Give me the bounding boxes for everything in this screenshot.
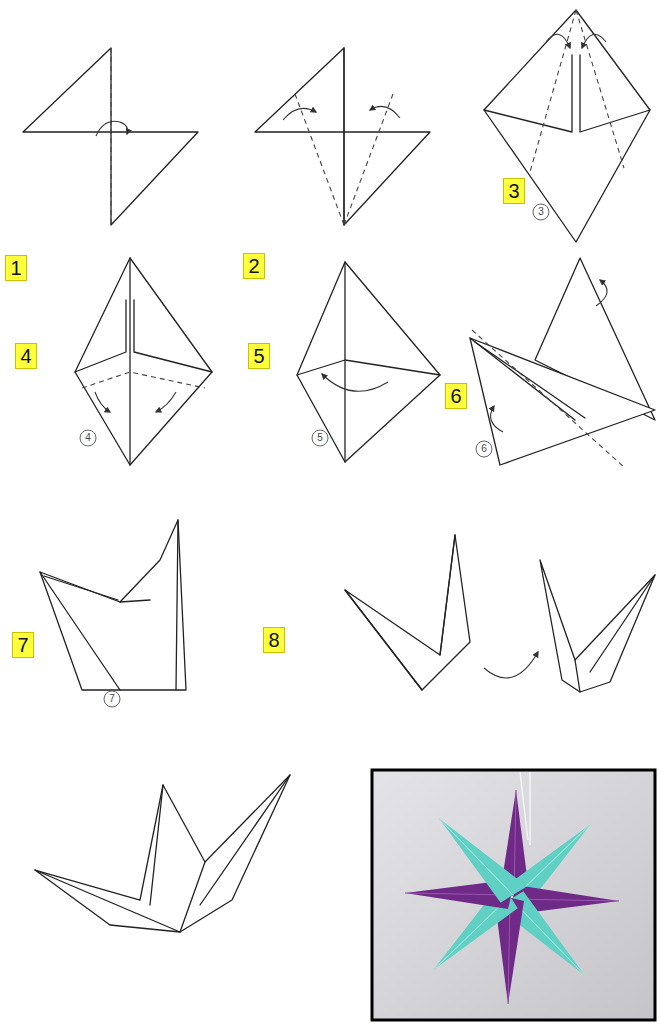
step-1-square-part	[23, 48, 198, 225]
step-3-kite-part	[576, 10, 624, 168]
step-4-kite-part	[95, 392, 110, 412]
step-number-box: 5	[248, 343, 270, 369]
step-6-fold	[470, 258, 655, 468]
step-5-kite-part	[297, 262, 440, 462]
step-1-square	[23, 48, 198, 225]
step-4-kite-part	[129, 258, 130, 465]
step-6-fold-part	[596, 280, 607, 306]
assembled-units-part	[35, 775, 290, 932]
step-5-kite	[297, 262, 440, 462]
step-number-box: 7	[12, 632, 34, 658]
finished-star-photo-part	[428, 809, 527, 908]
circled-step-number: 3	[538, 207, 544, 217]
step-5-kite-part	[322, 374, 388, 391]
finished-star-photo	[372, 770, 655, 1020]
step-number-box: 4	[15, 343, 37, 369]
step-8-units-part	[540, 560, 655, 692]
step-number: 3	[508, 181, 519, 201]
step-2-square-part	[283, 108, 316, 120]
step-3-kite-part	[530, 10, 576, 172]
step-6-fold-part	[470, 338, 575, 420]
step-4-kite	[75, 258, 212, 465]
step-3-kite-part	[533, 204, 549, 220]
step-5-kite-part	[297, 360, 440, 375]
step-6-fold-part	[475, 342, 585, 418]
circled-step-number: 6	[481, 444, 487, 454]
step-2-square-part	[344, 94, 393, 225]
circled-step-number: 4	[85, 433, 91, 443]
finished-star-photo-part-part	[438, 819, 514, 895]
step-6-fold-part	[472, 330, 625, 468]
step-7-fold-part	[176, 520, 178, 690]
step-7-fold	[40, 520, 186, 707]
assembled-units-part	[180, 862, 205, 932]
step-4-kite-part	[75, 300, 126, 372]
step-2-square-part	[255, 48, 430, 225]
step-1-square-part	[110, 48, 111, 225]
step-4-kite-part	[82, 372, 205, 388]
step-8-units-part	[345, 535, 470, 690]
finished-star-photo-part	[520, 772, 528, 840]
circled-step-number: 7	[109, 694, 115, 704]
step-3-kite-part	[582, 34, 606, 48]
step-number-box: 2	[243, 253, 265, 279]
step-3-kite-part	[546, 34, 570, 48]
step-number-box: 1	[5, 255, 27, 281]
step-3-kite-part	[484, 55, 572, 132]
step-number-box: 6	[445, 383, 467, 409]
step-7-fold-part	[104, 691, 120, 707]
step-number-box: 3	[503, 178, 525, 204]
step-number-box: 8	[263, 627, 285, 653]
step-3-kite-part	[484, 10, 650, 242]
step-number: 1	[10, 258, 21, 278]
step-number: 6	[450, 386, 461, 406]
step-7-fold-part	[120, 600, 150, 602]
assembled-units	[35, 775, 290, 932]
step-2-square	[255, 48, 430, 225]
step-number: 5	[253, 346, 264, 366]
step-2-square-part	[343, 48, 344, 225]
circled-step-number: 5	[317, 433, 323, 443]
finished-star-photo-part	[529, 772, 531, 845]
step-8-units-part	[575, 660, 580, 692]
step-5-kite-part	[312, 430, 328, 446]
step-6-fold-part	[470, 338, 655, 465]
step-4-kite-part	[75, 258, 212, 465]
step-4-kite-part	[156, 392, 176, 412]
step-6-fold-part	[491, 406, 503, 432]
step-4-kite-part	[134, 300, 212, 372]
step-2-square-part	[295, 94, 344, 225]
step-number: 7	[17, 635, 28, 655]
assembled-units-part	[200, 775, 290, 905]
step-1-square-part	[96, 121, 128, 136]
step-4-kite-part	[80, 430, 96, 446]
step-number: 8	[268, 630, 279, 650]
step-5-kite-part	[344, 262, 345, 462]
finished-star-photo-part	[372, 770, 655, 1020]
finished-star-photo-part-part	[428, 809, 527, 908]
step-7-fold-part	[40, 572, 120, 690]
step-6-fold-part	[476, 441, 492, 457]
step-8-units-part	[345, 590, 422, 690]
assembled-units-part	[35, 870, 180, 932]
step-3-kite	[484, 10, 650, 242]
step-8-units-part	[484, 652, 538, 678]
step-8-units-part	[590, 575, 655, 672]
step-number: 2	[248, 256, 259, 276]
step-7-fold-part	[44, 576, 118, 600]
step-2-square-part	[370, 106, 400, 118]
step-8-units	[345, 535, 655, 692]
step-number: 4	[20, 346, 31, 366]
step-7-fold-part	[40, 520, 186, 690]
step-8-units-part	[440, 535, 455, 655]
step-3-kite-part	[580, 55, 650, 132]
assembled-units-part	[150, 785, 163, 905]
